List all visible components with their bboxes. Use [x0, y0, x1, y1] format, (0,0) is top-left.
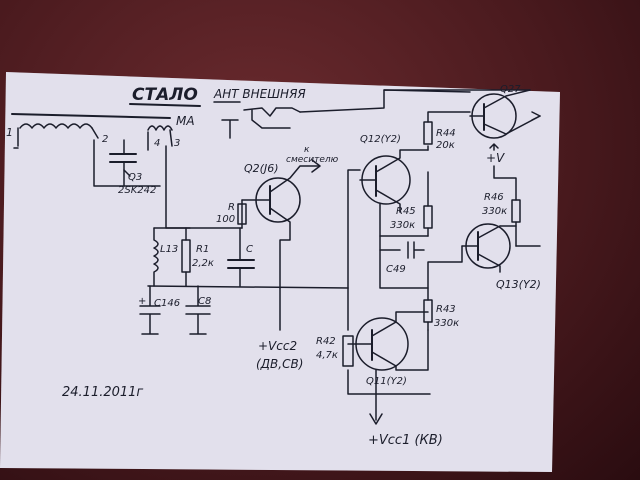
q13-label: Q13(Y2): [496, 278, 541, 291]
r46-value: 330к: [482, 206, 507, 217]
q12-transistor: [359, 149, 429, 237]
q2-transistor: [237, 159, 321, 331]
q27-transistor: [469, 89, 541, 139]
r43-label: R43: [436, 304, 456, 315]
q13-transistor: [427, 223, 541, 289]
c146-label: C146: [154, 298, 180, 309]
q2-note-2: смесителю: [286, 155, 339, 165]
c8-label: C8: [198, 296, 211, 307]
diagram-title: СТАЛО: [132, 85, 198, 105]
q2-note-1: к: [304, 145, 310, 155]
r1-label: R1: [196, 244, 209, 255]
vcc1-label: +Vcc1 (КВ): [368, 433, 443, 448]
q27-label: Q27: [500, 84, 521, 95]
c-label: C: [246, 244, 253, 255]
pin-4: 4: [154, 138, 160, 149]
r46-label: R46: [484, 192, 504, 203]
title-underline: [129, 103, 201, 107]
r-label: R: [228, 202, 235, 213]
r45-label: R45: [396, 206, 416, 217]
vcc2-label: +Vcc2: [258, 339, 297, 353]
c49-label: C49: [386, 264, 406, 275]
r45-value: 330к: [390, 220, 415, 231]
ma-label: МА: [176, 114, 195, 128]
q2-label: Q2(J6): [244, 162, 278, 175]
l13-label: L13: [160, 244, 178, 255]
q3-symbol: [109, 139, 137, 187]
r42-value: 4,7к: [316, 350, 338, 361]
r44-value: 20к: [436, 140, 455, 151]
tank-circuit: [139, 145, 349, 335]
date-stamp: 24.11.2011г: [62, 385, 143, 400]
r44-label: R44: [436, 128, 456, 139]
plus-v-label: +V: [486, 151, 505, 165]
q12-label: Q12(Y2): [360, 134, 401, 145]
r43-value: 330к: [434, 318, 459, 329]
q3-label: Q3: [128, 172, 142, 183]
r1-value: 2,2к: [192, 258, 214, 269]
q11-label: Q11(Y2): [366, 376, 407, 387]
q3-part: 2SK242: [118, 185, 156, 196]
pin-1: 1: [6, 126, 13, 139]
antenna-label: АНТ ВНЕШНЯЯ: [213, 87, 306, 101]
r-value: 100: [216, 214, 235, 225]
ferrite-antenna: [11, 113, 173, 187]
vcc2-bands: (ДВ,СВ): [256, 357, 303, 371]
antenna-switch: [221, 89, 531, 139]
pin-2: 2: [102, 134, 108, 145]
pin-3: 3: [174, 138, 180, 149]
q11-transistor: [347, 311, 429, 425]
c146-plus: +: [138, 296, 146, 307]
r42-label: R42: [316, 336, 336, 347]
